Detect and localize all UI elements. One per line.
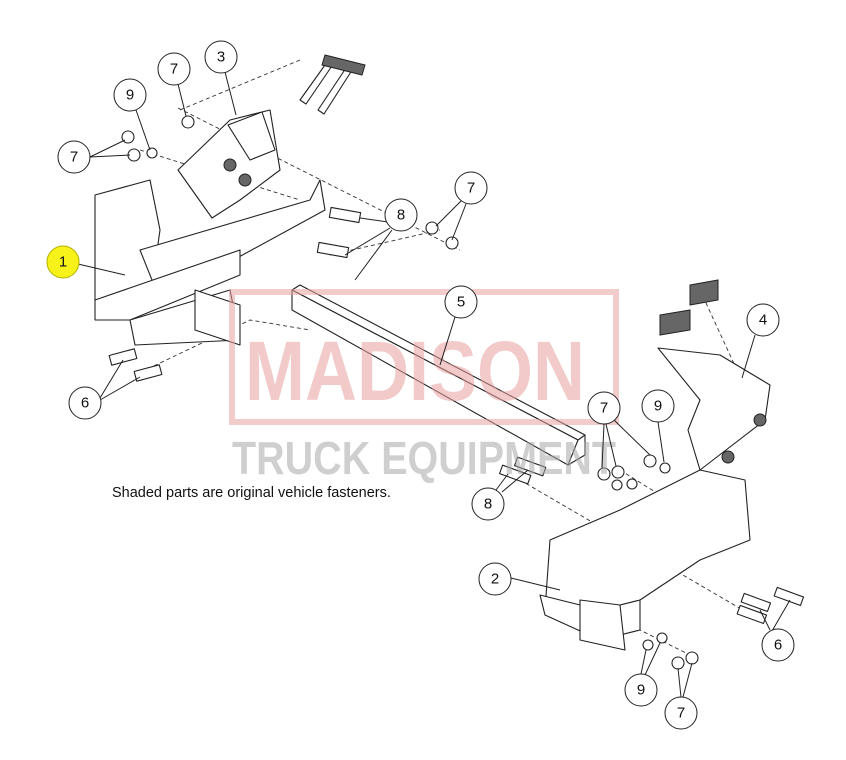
part-4-bracket [657,279,771,471]
part-3-bracket [177,54,366,219]
callout-2[interactable]: 2 [478,562,512,596]
svg-text:4: 4 [759,312,767,329]
callout-7[interactable]: 7 [587,391,621,425]
svg-text:7: 7 [467,180,475,197]
svg-text:2: 2 [491,571,499,588]
fasteners [108,115,805,670]
callout-9[interactable]: 9 [113,78,147,112]
svg-text:8: 8 [484,496,492,513]
callout-9[interactable]: 9 [641,389,675,423]
svg-text:7: 7 [600,400,608,417]
svg-text:6: 6 [81,395,89,412]
part-1-mount [94,179,326,346]
callout-3[interactable]: 3 [204,40,238,74]
shaded-parts-note: Shaded parts are original vehicle fasten… [112,485,391,501]
callout-6[interactable]: 6 [68,386,102,420]
part-2-mount [539,469,751,651]
callout-9[interactable]: 9 [624,673,658,707]
svg-text:3: 3 [217,49,225,66]
part-5-bar [291,284,586,466]
callout-8[interactable]: 8 [384,198,418,232]
svg-text:1: 1 [59,254,67,271]
callout-6[interactable]: 6 [761,628,795,662]
svg-text:9: 9 [126,87,134,104]
callout-7[interactable]: 7 [664,696,698,730]
leader-lines [77,71,791,698]
callout-7[interactable]: 7 [157,52,191,86]
svg-text:7: 7 [170,61,178,78]
svg-text:9: 9 [654,398,662,415]
callout-5[interactable]: 5 [444,285,478,319]
callout-1-highlighted[interactable]: 1 [46,245,80,279]
svg-text:7: 7 [677,705,685,722]
svg-text:5: 5 [457,294,465,311]
svg-text:6: 6 [774,637,782,654]
callout-4[interactable]: 4 [746,303,780,337]
callout-7[interactable]: 7 [57,140,91,174]
svg-text:8: 8 [397,207,405,224]
callout-7[interactable]: 7 [454,171,488,205]
callout-8[interactable]: 8 [471,487,505,521]
svg-text:7: 7 [70,149,78,166]
svg-text:9: 9 [637,682,645,699]
